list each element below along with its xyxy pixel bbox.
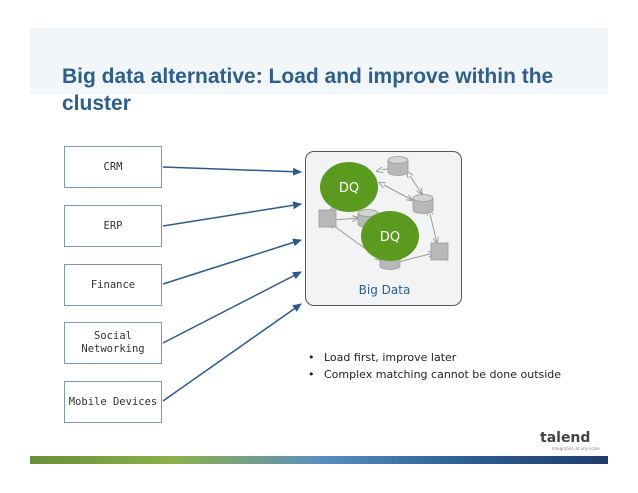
talend-logo: talend [540, 430, 591, 446]
dq-circle-2 [361, 211, 419, 261]
slide-title: Big data alternative: Load and improve w… [62, 65, 554, 115]
source-box-erp: ERP [64, 205, 162, 247]
source-label-finance: Finance [90, 278, 136, 291]
arrow-erp [162, 201, 302, 227]
source-label-social-networking: Social Networking [81, 330, 145, 355]
cluster-link [430, 214, 437, 243]
source-label-crm: CRM [103, 160, 123, 173]
server-node-icon [318, 209, 337, 228]
arrow-social-networking [162, 271, 302, 344]
dq-label-1: DQ [339, 181, 359, 196]
bullet-text: Load first, improve later [324, 351, 457, 364]
bullet-text: Complex matching cannot be done outside [324, 368, 562, 381]
source-box-crm: CRM [64, 146, 162, 188]
server-node-icon [430, 242, 449, 261]
cluster-link [398, 253, 434, 262]
bullet-list: •Load first, improve later •Complex matc… [308, 349, 561, 383]
arrow-crm [162, 166, 302, 176]
source-box-social-networking: Social Networking [64, 322, 162, 364]
dq-circle-1 [320, 162, 378, 212]
arrow-mobile-devices [162, 303, 302, 402]
database-icon [387, 156, 409, 176]
bullet-item: •Load first, improve later [308, 351, 457, 364]
cluster-link [384, 185, 412, 200]
dq-label-2: DQ [380, 230, 400, 245]
big-data-label: Big Data [358, 283, 411, 297]
footer-color-bar [30, 456, 608, 464]
source-label-mobile-devices: Mobile Devices [68, 395, 158, 408]
source-box-mobile-devices: Mobile Devices [64, 381, 162, 423]
header-band [30, 28, 608, 94]
talend-tagline: Integration at any scale [552, 446, 600, 451]
source-label-erp: ERP [103, 219, 123, 232]
cluster-link [334, 218, 358, 220]
arrow-finance [162, 238, 302, 285]
database-icon [412, 194, 434, 214]
source-box-finance: Finance [64, 264, 162, 306]
bullet-item: •Complex matching cannot be done outside [308, 368, 562, 381]
cluster-link [410, 176, 422, 194]
